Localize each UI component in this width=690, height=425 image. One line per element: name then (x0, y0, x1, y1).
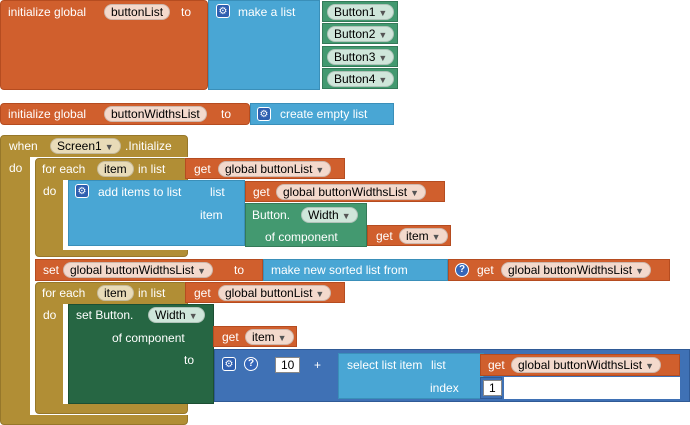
loop-var-field[interactable]: item (97, 285, 134, 301)
chevron-down-icon: ▼ (315, 289, 325, 299)
gear-icon[interactable]: ⚙ (257, 107, 271, 121)
variable-dropdown[interactable]: global buttonWidthsList▼ (63, 262, 213, 278)
in-list-label: in list (138, 162, 166, 176)
get-label: get (376, 229, 393, 243)
of-component-label: of component (112, 331, 185, 345)
do-label: do (43, 184, 57, 198)
chevron-down-icon: ▼ (410, 188, 419, 198)
create-empty-list-label: create empty list (280, 107, 368, 121)
variable-dropdown[interactable]: global buttonList▼ (218, 161, 332, 177)
to-label: to (221, 107, 232, 121)
plus-operator: + (314, 358, 322, 372)
chevron-down-icon: ▼ (341, 211, 351, 221)
sorted-list-label: make new sorted list from (271, 263, 408, 277)
chevron-down-icon: ▼ (645, 361, 654, 371)
when-label: when (9, 139, 38, 153)
event-name: .Initialize (125, 139, 172, 153)
component-dropdown[interactable]: Button4▼ (327, 71, 395, 87)
to-label: to (184, 353, 195, 367)
index-label: index (430, 381, 459, 395)
variable-dropdown[interactable]: item▼ (245, 329, 294, 345)
property-dropdown[interactable]: Width▼ (148, 307, 205, 323)
workspace-gap (504, 377, 680, 399)
button-label: Button. (252, 208, 291, 222)
chevron-down-icon: ▼ (635, 266, 644, 276)
component-dropdown[interactable]: Screen1▼ (50, 138, 121, 154)
get-label: get (194, 286, 211, 300)
chevron-down-icon: ▼ (378, 8, 388, 18)
chevron-down-icon: ▼ (378, 75, 388, 85)
variable-dropdown[interactable]: global buttonWidthsList▼ (276, 184, 426, 200)
get-label: get (253, 185, 270, 199)
get-label: get (194, 162, 211, 176)
add-items-label: add items to list (98, 185, 182, 199)
help-icon[interactable]: ? (455, 263, 469, 277)
set-label: set (43, 263, 60, 277)
chevron-down-icon: ▼ (378, 30, 388, 40)
init-label: initialize global (8, 5, 87, 19)
variable-dropdown[interactable]: global buttonWidthsList▼ (501, 262, 651, 278)
gear-icon[interactable]: ⚙ (216, 4, 230, 18)
chevron-down-icon: ▼ (431, 232, 441, 242)
for-each-label: for each (42, 162, 86, 176)
variable-dropdown[interactable]: global buttonWidthsList▼ (511, 357, 661, 373)
var-name-field[interactable]: buttonWidthsList (104, 106, 207, 122)
component-dropdown[interactable]: Button1▼ (327, 4, 395, 20)
set-button-label: set Button. (76, 308, 134, 322)
loop-var-field[interactable]: item (97, 161, 134, 177)
number-input[interactable]: 10 (275, 357, 301, 373)
var-name-field[interactable]: buttonList (104, 4, 171, 20)
item-label: item (200, 208, 223, 222)
chevron-down-icon: ▼ (378, 53, 388, 63)
help-icon[interactable]: ? (244, 357, 258, 371)
of-component-label: of component (265, 230, 338, 244)
list-label: list (431, 358, 446, 372)
do-label: do (9, 161, 23, 175)
chevron-down-icon: ▼ (104, 142, 114, 152)
chevron-down-icon: ▼ (277, 333, 287, 343)
get-label: get (488, 358, 505, 372)
list-label: list (210, 185, 225, 199)
gear-icon[interactable]: ⚙ (75, 184, 89, 198)
init-label: initialize global (8, 107, 87, 121)
variable-dropdown[interactable]: global buttonList▼ (218, 285, 332, 301)
get-label: get (477, 263, 494, 277)
to-label: to (234, 263, 245, 277)
get-label: get (222, 330, 239, 344)
component-dropdown[interactable]: Button2▼ (327, 26, 395, 42)
make-new-sorted-list-block[interactable] (263, 259, 448, 281)
chevron-down-icon: ▼ (315, 165, 325, 175)
to-label: to (181, 5, 192, 19)
add-items-to-list-block[interactable] (68, 180, 245, 246)
component-dropdown[interactable]: Button3▼ (327, 49, 395, 65)
property-dropdown[interactable]: Width▼ (301, 207, 358, 223)
do-label: do (43, 308, 57, 322)
in-list-label: in list (138, 286, 166, 300)
gear-icon[interactable]: ⚙ (222, 357, 236, 371)
select-list-item-block[interactable] (338, 353, 484, 399)
chevron-down-icon: ▼ (197, 266, 206, 276)
variable-dropdown[interactable]: item▼ (399, 228, 448, 244)
index-number-input[interactable]: 1 (483, 380, 502, 396)
for-each-label: for each (42, 286, 86, 300)
chevron-down-icon: ▼ (188, 311, 198, 321)
create-empty-list-block[interactable] (250, 103, 394, 125)
select-list-item-label: select list item (347, 358, 423, 372)
make-list-label: make a list (238, 5, 296, 19)
